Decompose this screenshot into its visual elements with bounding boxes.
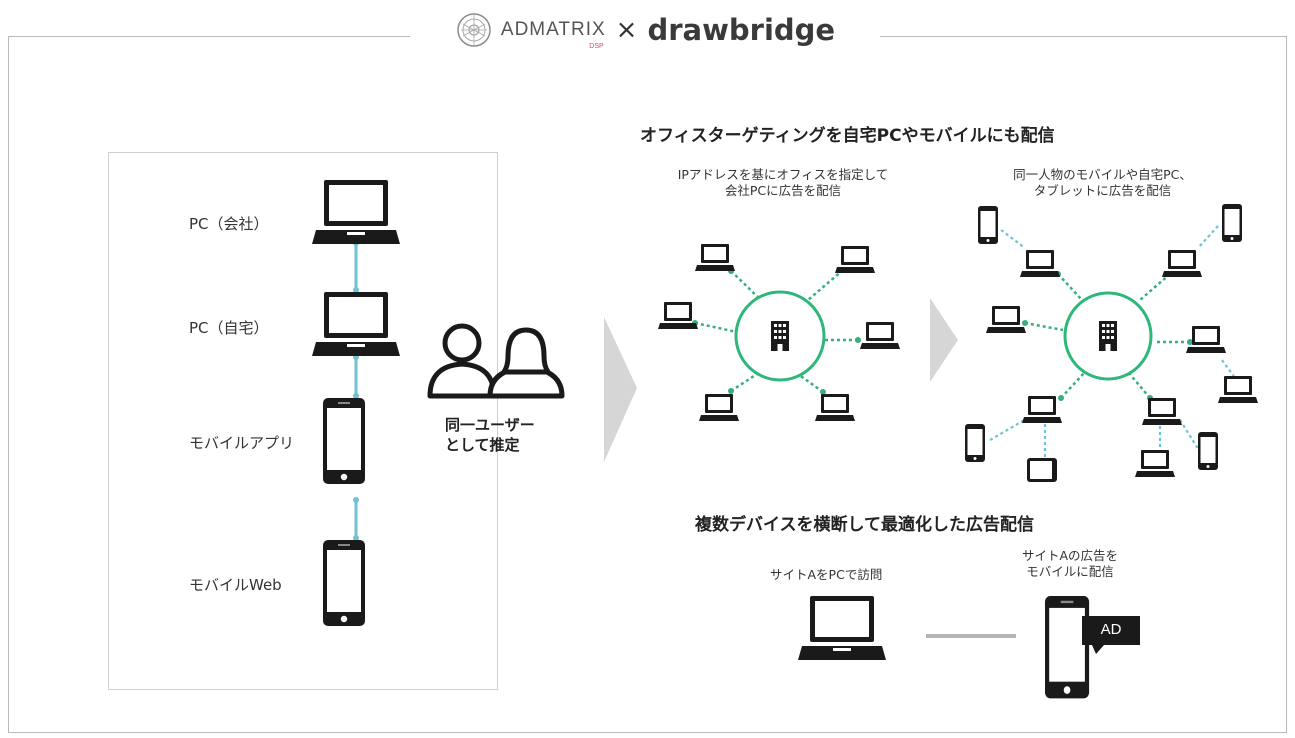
bottom-scenario <box>798 596 1140 699</box>
caption-office-line1: IPアドレスを基にオフィスを指定して <box>677 167 889 182</box>
device-label-pc-home: PC（自宅） <box>189 319 269 337</box>
caption-office-network: IPアドレスを基にオフィスを指定して 会社PCに広告を配信 <box>628 167 938 199</box>
office-building-icon <box>771 321 789 351</box>
caption-office-line2: 会社PCに広告を配信 <box>724 183 842 198</box>
times-symbol: × <box>615 15 638 45</box>
smartphone-icon <box>323 398 365 484</box>
laptop-icon <box>312 292 400 356</box>
caption-visit-site-pc: サイトAをPCで訪問 <box>770 567 883 582</box>
device-label-pc-office: PC（会社） <box>189 215 269 233</box>
smartphone-icon <box>1045 596 1090 699</box>
ad-label: AD <box>1100 621 1122 638</box>
smartphone-icon <box>323 540 365 626</box>
device-label-mobile-web: モバイルWeb <box>189 576 282 594</box>
title-office-targeting: オフィスターゲティングを自宅PCやモバイルにも配信 <box>640 126 1055 146</box>
device-chain-connectors <box>353 240 359 541</box>
cross-device-network-diagram <box>965 204 1258 482</box>
caption-ad-line2: モバイルに配信 <box>1026 564 1114 579</box>
caption-ad-on-mobile: サイトAの広告を モバイルに配信 <box>1005 548 1135 580</box>
office-network-diagram <box>658 244 900 421</box>
office-building-icon <box>1099 321 1117 351</box>
device-label-mobile-app: モバイルアプリ <box>189 434 295 452</box>
chevron-arrow-icon <box>930 298 958 382</box>
same-user-line1: 同一ユーザー <box>445 416 535 434</box>
same-user-caption: 同一ユーザー として推定 <box>445 415 535 455</box>
device-chain-panel <box>108 152 498 690</box>
admatrix-logo-icon <box>457 13 491 47</box>
caption-cross-line1: 同一人物のモバイルや自宅PC、 <box>1013 167 1192 182</box>
title-cross-device-optimization: 複数デバイスを横断して最適化した広告配信 <box>695 515 1034 535</box>
dsp-tag: DSP <box>589 43 604 50</box>
caption-ad-line1: サイトAの広告を <box>1021 548 1119 563</box>
caption-cross-line2: タブレットに広告を配信 <box>1033 183 1172 198</box>
ad-banner <box>1082 616 1140 654</box>
caption-cross-device: 同一人物のモバイルや自宅PC、 タブレットに広告を配信 <box>960 167 1245 199</box>
same-user-line2: として推定 <box>445 436 520 454</box>
drawbridge-wordmark: drawbridge <box>647 13 836 47</box>
laptop-icon <box>312 180 400 244</box>
users-icon <box>427 323 565 399</box>
chevron-arrow-icon <box>604 317 637 462</box>
laptop-icon <box>798 596 886 660</box>
